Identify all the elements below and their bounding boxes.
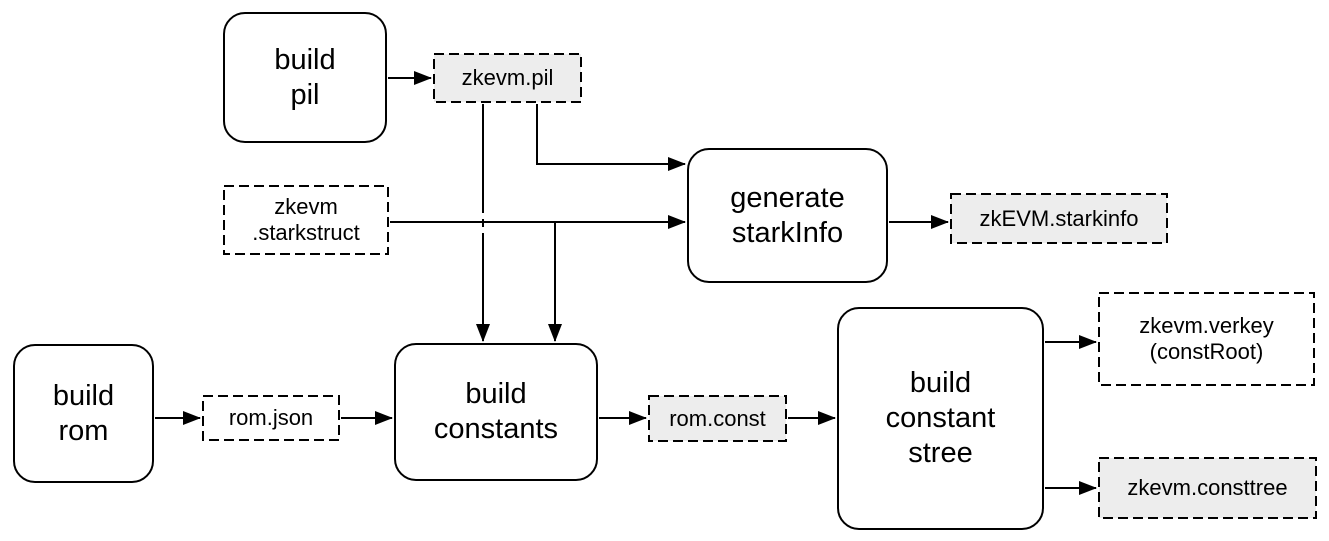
file-zkevm-pil-label: zkevm.pil [461, 65, 554, 91]
file-box-zkevm-starkinfo [950, 193, 1168, 244]
file-zkevm-starkstruct-label: zkevm .starkstruct [252, 194, 360, 245]
file-box-zkevm-pil [433, 53, 582, 103]
file-box-zkevm-starkstruct [223, 185, 389, 255]
file-zkevm-verkey-label: zkevm.verkey (constRoot) [1139, 313, 1274, 364]
file-zkevm-pil: zkevm.pil [433, 53, 582, 103]
file-box-rom-const [648, 395, 787, 442]
node-build-constant-stree-label: build constant stree [885, 367, 996, 469]
edge-zkevmpil-generatestarkinfo [536, 104, 686, 171]
file-rom-const: rom.const [648, 395, 787, 442]
file-zkevm-consttree: zkevm.consttree [1098, 457, 1317, 519]
file-zkevm-starkinfo: zkEVM.starkinfo [950, 193, 1168, 244]
node-build-constants-label: build constants [433, 378, 559, 445]
file-box-zkevm-consttree [1098, 457, 1317, 519]
node-build-constants: build constants [394, 343, 598, 481]
node-generate-starkinfo: generate starkInfo [687, 148, 888, 283]
file-box-rom-json [202, 395, 340, 441]
file-zkevm-starkinfo-label: zkEVM.starkinfo [979, 205, 1139, 231]
node-generate-starkinfo-label: generate starkInfo [730, 181, 845, 249]
file-rom-json-label: rom.json [228, 405, 314, 431]
file-rom-const-label: rom.const [669, 405, 766, 431]
file-box-zkevm-verkey [1098, 292, 1315, 386]
file-zkevm-starkstruct: zkevm .starkstruct [223, 185, 389, 255]
node-build-rom-label: build rom [52, 379, 115, 447]
node-build-pil-label: build pil [274, 43, 336, 111]
file-zkevm-verkey: zkevm.verkey (constRoot) [1098, 292, 1315, 386]
node-build-constant-stree: build constant stree [837, 307, 1044, 530]
node-build-rom: build rom [13, 344, 154, 483]
file-zkevm-consttree-label: zkevm.consttree [1127, 475, 1288, 501]
node-build-pil: build pil [223, 12, 387, 143]
file-rom-json: rom.json [202, 395, 340, 441]
